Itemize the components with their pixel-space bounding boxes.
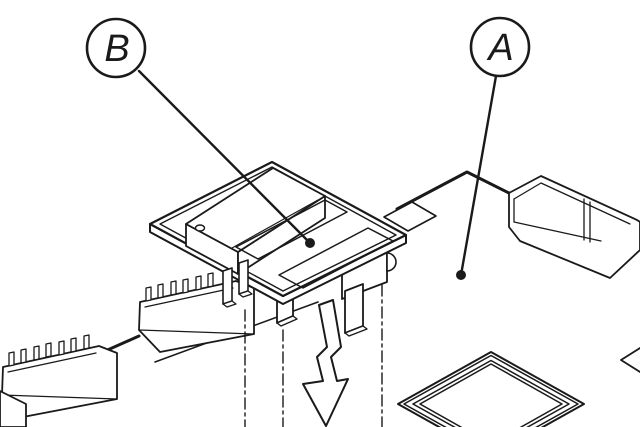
callout-circle-a <box>469 16 531 78</box>
callout-label-a: A <box>486 27 513 69</box>
board-edge-right <box>395 170 511 211</box>
callout-circle-b <box>85 17 147 79</box>
plate-slot <box>278 227 394 289</box>
leader-dot-a <box>456 270 466 280</box>
leader-line-a <box>459 74 498 277</box>
connector-pins <box>8 334 90 367</box>
leader-dot-b <box>305 238 315 248</box>
socket-pins <box>222 259 253 308</box>
callout-a: A <box>456 16 531 280</box>
board-pad <box>383 201 437 232</box>
socket-outline <box>397 351 585 427</box>
insert-direction-arrow <box>302 299 349 427</box>
pin-header-connector-lower <box>0 334 118 427</box>
adjust-screw <box>194 224 206 232</box>
leader-line-b <box>137 69 312 245</box>
callout-b: B <box>85 17 315 248</box>
callout-label-b: B <box>104 28 129 70</box>
module-leg <box>344 283 364 334</box>
plug-in-module <box>148 160 408 337</box>
corner-block <box>0 390 27 427</box>
socket-outline-partial <box>620 347 640 373</box>
component-box <box>508 175 640 279</box>
housing-clip <box>386 252 397 272</box>
plate-slot <box>235 199 348 260</box>
connector-pins <box>145 272 214 302</box>
pin-header-connector-middle <box>138 272 255 353</box>
module-relay-body <box>185 167 326 275</box>
alignment-lines <box>244 284 383 427</box>
